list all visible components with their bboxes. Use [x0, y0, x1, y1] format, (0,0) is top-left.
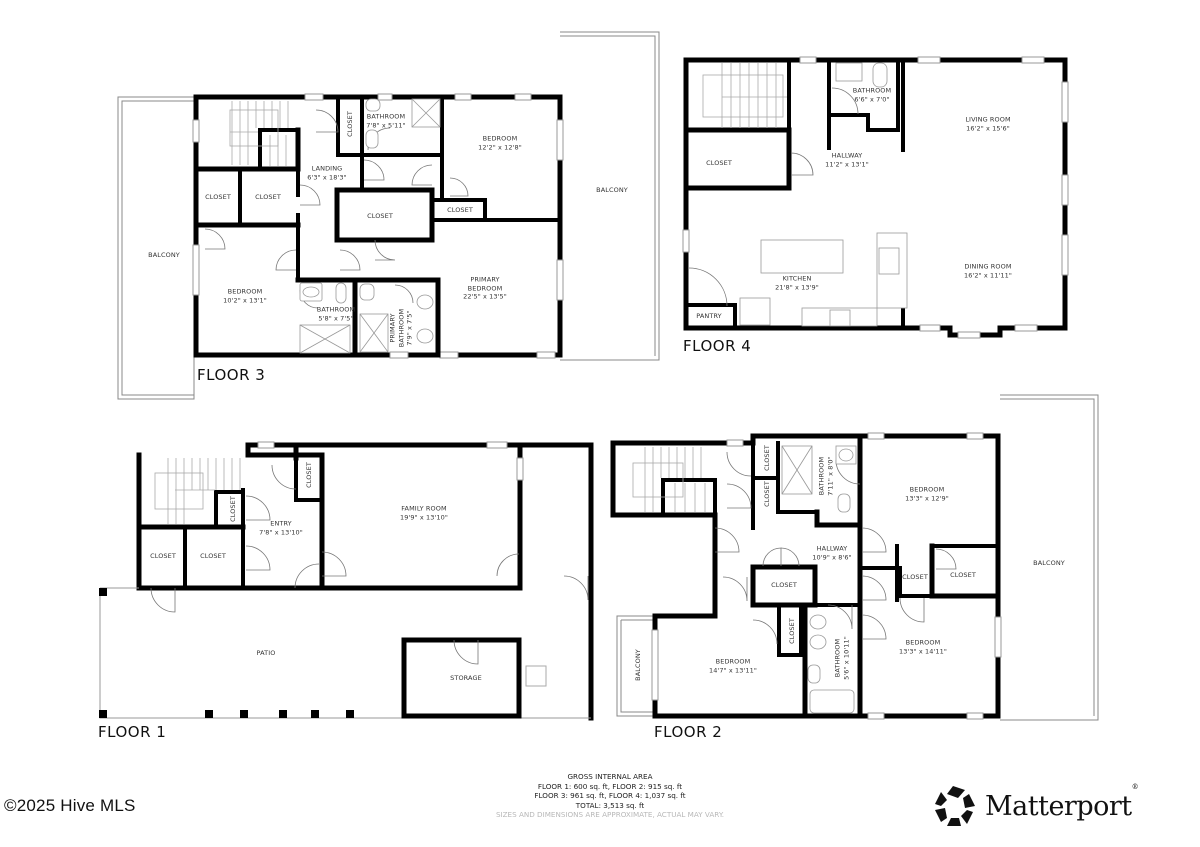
- gia-heading: GROSS INTERNAL AREA: [567, 772, 653, 781]
- gross-internal-area: GROSS INTERNAL AREA FLOOR 1: 600 sq. ft,…: [496, 772, 724, 820]
- floor-3-plan: [117, 31, 660, 400]
- room-label-balcony: BALCONY: [148, 250, 180, 259]
- floor-3-title: FLOOR 3: [197, 366, 266, 384]
- room-label-closet: CLOSET: [771, 580, 797, 589]
- room-label-closet: CLOSET: [255, 192, 281, 201]
- room-label-closet: CLOSET: [150, 551, 176, 560]
- floor-1-title: FLOOR 1: [98, 723, 167, 741]
- floor-2-title: FLOOR 2: [654, 723, 723, 741]
- brand-name: Matterport®: [985, 782, 1139, 822]
- watermark: ©2025 Hive MLS: [4, 796, 136, 815]
- room-label-closet: CLOSET: [345, 111, 354, 137]
- room-label-closet: CLOSET: [367, 211, 393, 220]
- room-label-closet: CLOSET: [950, 570, 976, 579]
- gia-line-2: FLOOR 3: 961 sq. ft, FLOOR 4: 1,037 sq. …: [534, 791, 686, 800]
- gia-total: TOTAL: 3,513 sq. ft: [575, 800, 645, 810]
- room-label-closet: CLOSET: [447, 205, 473, 214]
- room-label-closet: CLOSET: [706, 158, 732, 167]
- room-label-closet: CLOSET: [787, 618, 796, 644]
- room-label-patio: PATIO: [256, 648, 276, 657]
- room-label-storage: STORAGE: [450, 673, 482, 682]
- gia-disclaimer: SIZES AND DIMENSIONS ARE APPROXIMATE, AC…: [495, 810, 725, 819]
- room-label-closet: CLOSET: [205, 192, 231, 201]
- matterport-logo-icon: [935, 786, 975, 826]
- room-label-closet: CLOSET: [228, 496, 237, 522]
- room-label-balcony: BALCONY: [596, 185, 628, 194]
- room-label-balcony: BALCONY: [633, 649, 642, 681]
- room-label-closet: CLOSET: [304, 462, 313, 488]
- matterport-brand: Matterport®: [933, 781, 1173, 831]
- room-label-closet: CLOSET: [762, 445, 771, 471]
- floor-4-plan: [682, 56, 1069, 339]
- floor-4-title: FLOOR 4: [683, 337, 752, 355]
- room-label-balcony: BALCONY: [1033, 558, 1065, 567]
- room-label-pantry: PANTRY: [696, 311, 722, 320]
- room-label-closet: CLOSET: [200, 551, 226, 560]
- floor-1-plan: [99, 441, 594, 721]
- gia-line-1: FLOOR 1: 600 sq. ft, FLOOR 2: 915 sq. ft: [537, 781, 683, 791]
- room-label-closet: CLOSET: [762, 481, 771, 507]
- room-label-closet: CLOSET: [902, 572, 928, 581]
- floor-2-plan: [610, 394, 1099, 721]
